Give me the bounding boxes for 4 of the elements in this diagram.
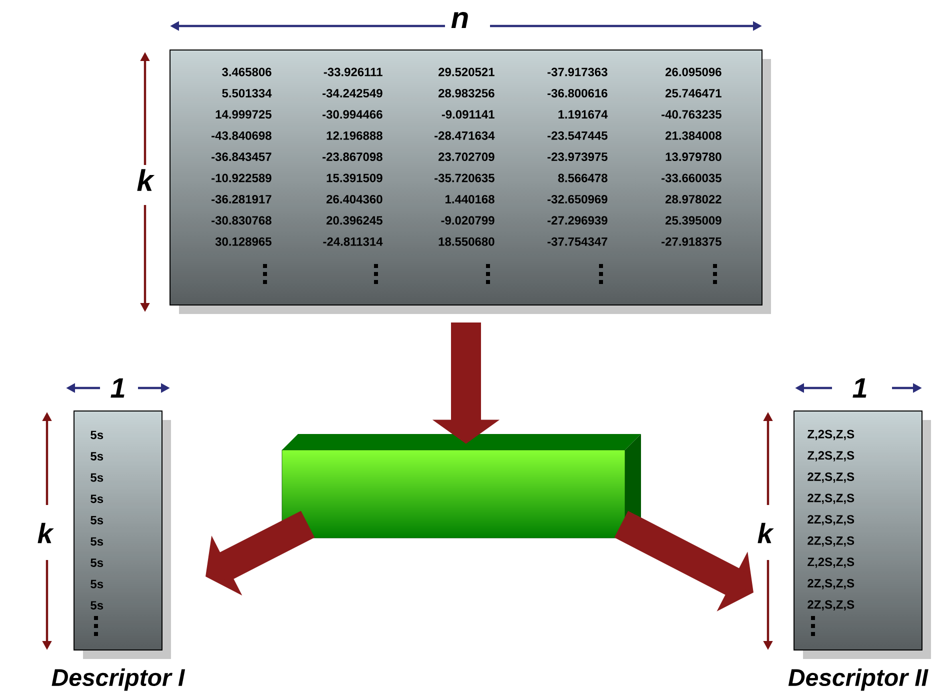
descriptor-caption: Descriptor II: [788, 668, 928, 691]
descriptor-caption: Descriptor I: [52, 668, 186, 691]
arrow: [206, 510, 315, 596]
program-block: [282, 434, 641, 538]
